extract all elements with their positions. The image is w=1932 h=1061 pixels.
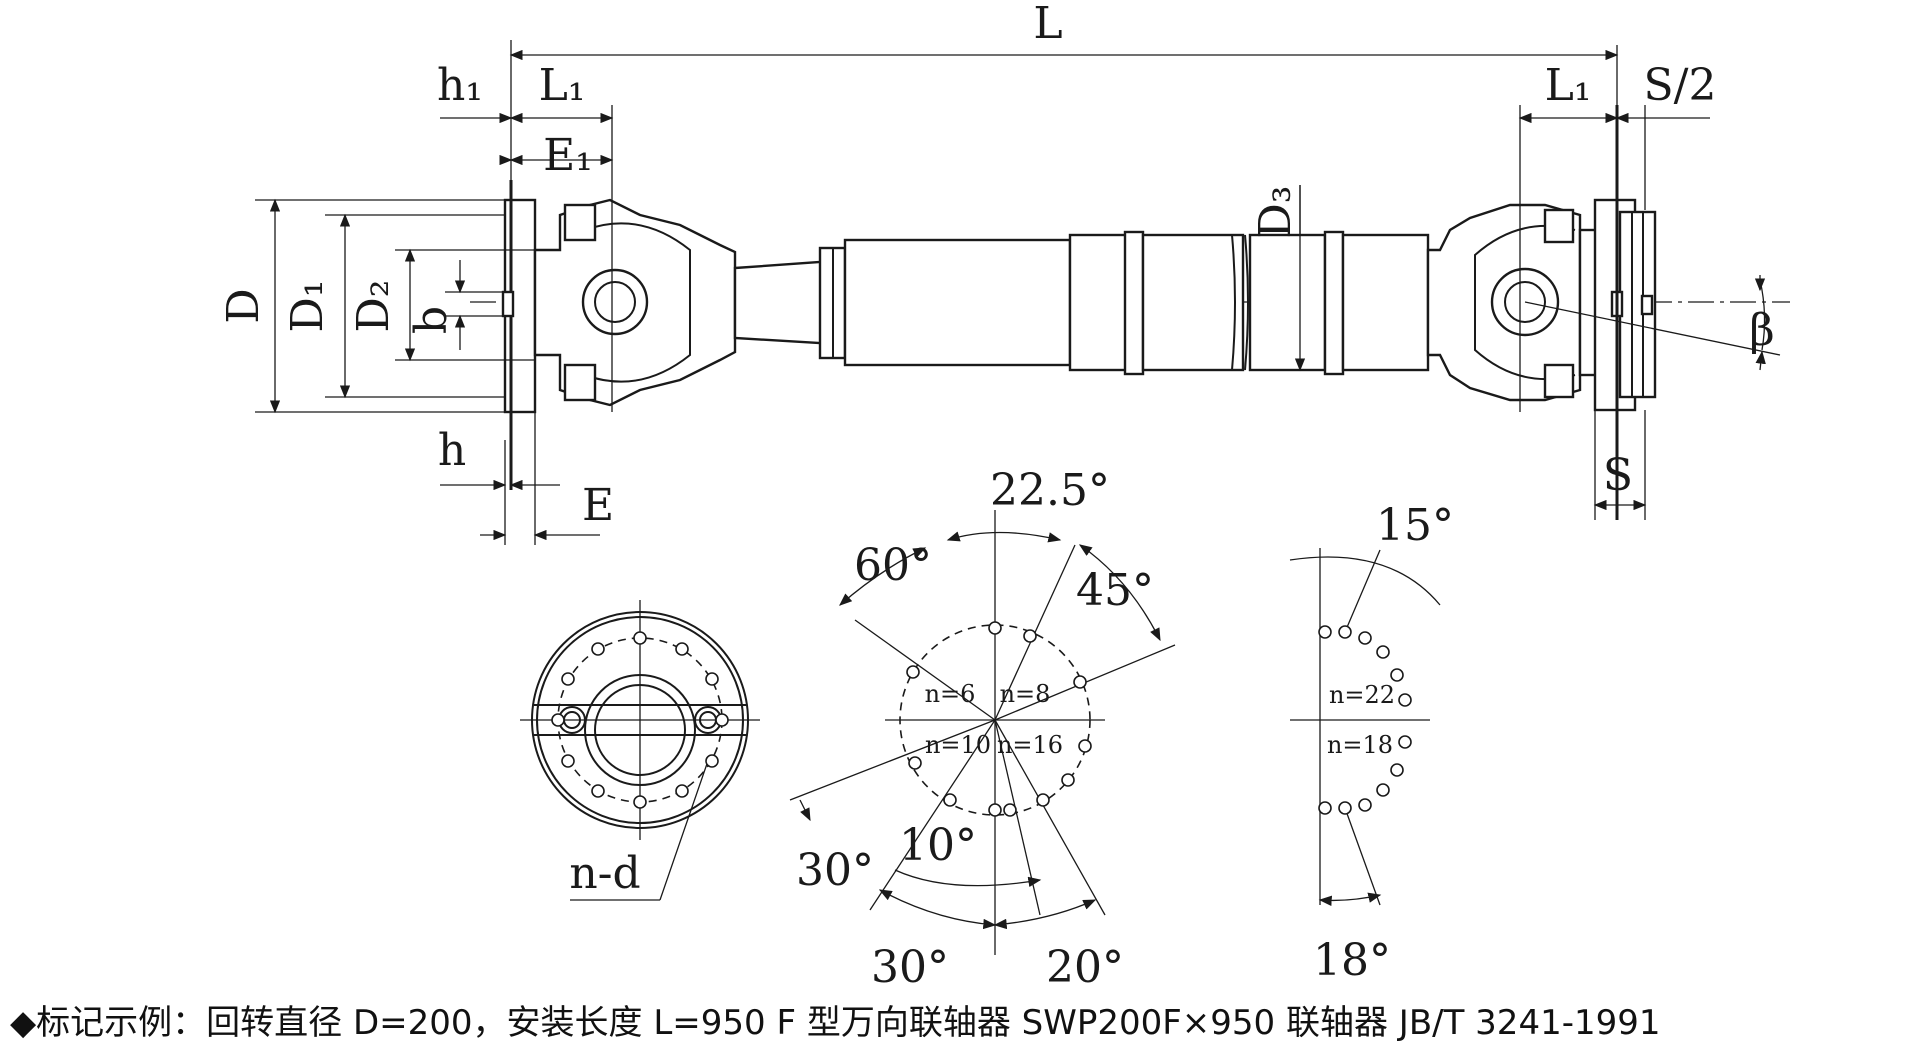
label-L: L: [1033, 0, 1062, 49]
flange-bolt-holes: [551, 631, 729, 809]
label-h: h: [438, 425, 466, 476]
hole-pattern-b: [1289, 548, 1441, 906]
angle-15: 15°: [1376, 500, 1454, 551]
label-n18: n=18: [1327, 731, 1393, 759]
label-E: E: [582, 480, 614, 531]
label-n-d: n-d: [569, 848, 640, 899]
coupling-drawing: L h₁ L₁ E₁ L₁ S/2 D D₁ D₂ b h E D₃ S β: [218, 0, 1790, 993]
label-S-half: S/2: [1644, 60, 1717, 111]
angle-18: 18°: [1313, 935, 1391, 986]
label-S: S: [1603, 450, 1633, 501]
label-n16: n=16: [997, 731, 1063, 759]
hole-pattern-b-holes: [1318, 625, 1412, 815]
coupling-side-view: [470, 105, 1790, 520]
label-D3: D₃: [1250, 186, 1301, 239]
label-n6: n=6: [925, 680, 976, 708]
label-h1: h₁: [437, 60, 483, 111]
angle-60: 60°: [854, 540, 932, 591]
label-n10: n=10: [925, 731, 991, 759]
label-b: b: [406, 306, 457, 334]
label-D1: D₁: [282, 280, 333, 333]
angle-30-bottom: 30°: [871, 942, 949, 993]
angle-30-left: 30°: [796, 845, 874, 896]
label-D2: D₂: [348, 280, 399, 333]
diamond-bullet-icon: ◆: [10, 1003, 37, 1043]
dimension-lines: [255, 40, 1766, 545]
angle-10: 10°: [899, 820, 977, 871]
label-n8: n=8: [1000, 680, 1051, 708]
label-E1: E₁: [543, 130, 593, 181]
angle-20: 20°: [1046, 942, 1124, 993]
caption-text: 标记示例：回转直径 D=200，安装长度 L=950 F 型万向联轴器 SWP2…: [36, 1003, 1661, 1043]
angle-45: 45°: [1076, 565, 1154, 616]
marking-example-caption: ◆标记示例：回转直径 D=200，安装长度 L=950 F 型万向联轴器 SWP…: [10, 990, 1922, 1056]
label-L1-right: L₁: [1545, 60, 1592, 111]
label-L1-left: L₁: [539, 60, 586, 111]
label-n22: n=22: [1329, 681, 1395, 709]
label-beta: β: [1749, 305, 1774, 356]
label-D: D: [218, 288, 269, 323]
hole-pattern-a-holes: [906, 621, 1092, 817]
angle-22-5: 22.5°: [990, 465, 1110, 516]
